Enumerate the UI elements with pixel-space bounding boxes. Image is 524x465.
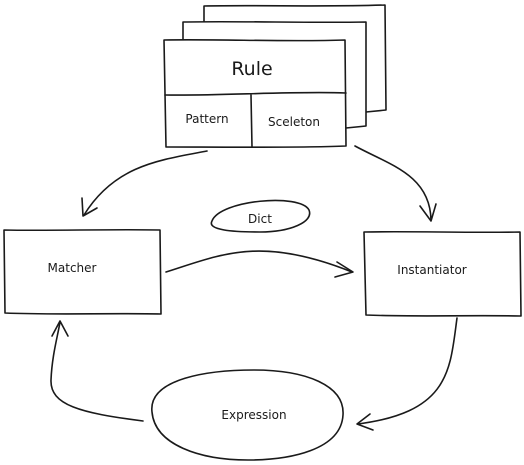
arrows — [50, 145, 458, 431]
rule-card: Rule Pattern Sceleton — [163, 38, 347, 149]
arrow-rule-to-matcher-head — [81, 197, 98, 217]
matcher-label: Matcher — [48, 261, 97, 275]
instantiator-label: Instantiator — [397, 263, 467, 277]
instantiator-box — [363, 230, 522, 317]
expression-shape — [151, 369, 344, 461]
rule-stack: Rule Pattern Sceleton — [163, 4, 387, 149]
arrow-rule-to-instantiator-head — [419, 203, 437, 222]
arrow-rule-to-matcher — [83, 150, 208, 216]
rule-skeleton-label: Sceleton — [268, 115, 320, 129]
arrow-rule-to-instantiator — [354, 145, 432, 221]
arrow-matcher-to-instantiator — [165, 250, 353, 273]
dict-node: Dict — [210, 199, 311, 233]
arrow-matcher-to-instantiator-head — [334, 261, 354, 278]
instantiator-node: Instantiator — [363, 230, 522, 317]
rule-pattern-label: Pattern — [185, 112, 228, 126]
expression-node: Expression — [151, 369, 344, 461]
arrow-expression-to-matcher — [50, 321, 144, 422]
arrow-instantiator-to-expression-head — [356, 413, 374, 431]
dict-label: Dict — [248, 212, 272, 226]
rule-divider-horizontal — [164, 91, 347, 96]
rule-divider-vertical — [250, 94, 253, 148]
matcher-node: Matcher — [3, 228, 162, 315]
matcher-box — [3, 228, 162, 315]
expression-label: Expression — [221, 408, 286, 422]
dict-shape — [210, 199, 311, 233]
arrow-expression-to-matcher-head — [51, 320, 69, 337]
rule-title: Rule — [231, 58, 272, 80]
arrow-instantiator-to-expression — [357, 317, 458, 425]
